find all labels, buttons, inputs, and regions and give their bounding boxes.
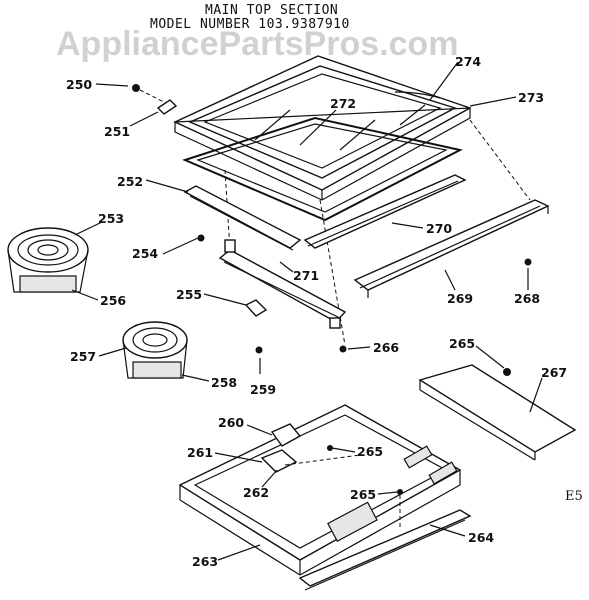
gasket-inner <box>196 123 448 213</box>
callout-271: 271 <box>293 268 319 283</box>
callout-266: 266 <box>373 340 399 355</box>
callout-265-lower: 265 <box>350 487 376 502</box>
trim-strip-part-269 <box>353 199 550 298</box>
callout-258: 258 <box>211 375 237 390</box>
callout-265-upper: 265 <box>449 336 475 351</box>
bracket-part-260 <box>270 423 302 447</box>
screw-part-265-lower <box>397 489 403 495</box>
callout-270: 270 <box>426 221 452 236</box>
bracket-part-271 <box>218 239 347 329</box>
screw-part-250 <box>132 84 140 92</box>
rail-part-264 <box>298 509 472 591</box>
callout-260: 260 <box>218 415 244 430</box>
callout-272: 272 <box>330 96 356 111</box>
callout-263: 263 <box>192 554 218 569</box>
callout-267: 267 <box>541 365 567 380</box>
side-panel-part-267 <box>418 364 577 461</box>
glass-panel-part-272 <box>203 73 442 169</box>
page-code: E5 <box>565 489 583 504</box>
callout-265-middle: 265 <box>357 444 383 459</box>
screw-part-266 <box>339 345 347 353</box>
screw-part-268 <box>524 258 532 266</box>
clip-part-255 <box>244 299 268 317</box>
surface-burner-part-257 <box>122 321 188 379</box>
callout-262: 262 <box>243 485 269 500</box>
surface-burner-part-253 <box>7 227 89 293</box>
screw-part-254 <box>197 234 205 242</box>
callout-254: 254 <box>132 246 158 261</box>
screw-part-265-upper <box>503 368 511 376</box>
screw-part-265-middle <box>327 445 333 451</box>
callout-255: 255 <box>176 287 202 302</box>
clip-part-251 <box>156 99 178 115</box>
callout-257: 257 <box>70 349 96 364</box>
burner-box-pan <box>178 404 462 576</box>
callout-261: 261 <box>187 445 213 460</box>
side-trim-part-252 <box>183 185 302 251</box>
callout-250: 250 <box>66 77 92 92</box>
callout-269: 269 <box>447 291 473 306</box>
callout-256: 256 <box>100 293 126 308</box>
callout-259: 259 <box>250 382 276 397</box>
callout-273: 273 <box>518 90 544 105</box>
bracket-part-261 <box>260 449 298 473</box>
callout-264: 264 <box>468 530 494 545</box>
gasket-part <box>182 116 463 222</box>
diagram-title: MAIN TOP SECTION <box>205 3 338 18</box>
watermark: AppliancePartsPros.com <box>56 25 458 63</box>
callout-268: 268 <box>514 291 540 306</box>
leader-lines <box>71 61 543 561</box>
model-number: MODEL NUMBER 103.9387910 <box>150 17 350 32</box>
callout-252: 252 <box>117 174 143 189</box>
trim-strip-part-270 <box>303 174 467 249</box>
callout-274: 274 <box>455 54 481 69</box>
screw-part-259 <box>255 346 263 354</box>
callout-253: 253 <box>98 211 124 226</box>
callout-251: 251 <box>104 124 130 139</box>
